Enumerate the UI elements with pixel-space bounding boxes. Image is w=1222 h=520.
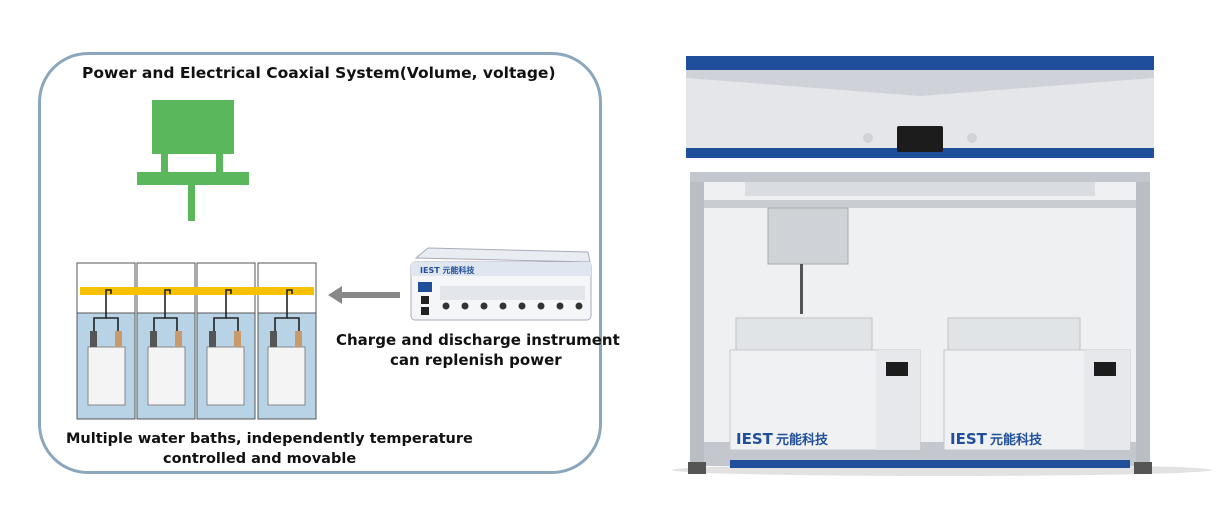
bath-caption-line2: controlled and movable [163,451,357,467]
battery-cell-1 [87,289,126,406]
machine-brand-right: IEST [950,430,988,448]
power-system-title: Power and Electrical Coaxial System(Volu… [82,64,556,82]
bath-module-left: IEST 元能科技 [729,317,921,451]
battery-cell-3 [206,289,245,406]
busbar [80,287,314,295]
bath-caption-line1: Multiple water baths, independently temp… [66,431,473,447]
water-bath-array [76,262,317,420]
instrument-caption-line1: Charge and discharge instrument [336,331,620,349]
charge-discharge-instrument: IEST 元能科技 [410,247,592,321]
instrument-caption-line2: can replenish power [390,351,562,369]
machine-brand-left: IEST [736,430,774,448]
battery-cell-2 [147,289,186,406]
machine-brand-right-cn: 元能科技 [990,432,1043,448]
power-supply-symbol [137,100,249,221]
control-screen [897,126,943,152]
bath-module-right: IEST 元能科技 [943,317,1131,451]
instrument-brand: IEST 元能科技 [420,265,475,275]
machine-brand-left-cn: 元能科技 [776,432,829,448]
test-cabinet-machine: IEST 元能科技 IEST 元能科技 [672,56,1212,476]
arrow-left [328,286,400,304]
battery-cell-4 [267,289,306,406]
